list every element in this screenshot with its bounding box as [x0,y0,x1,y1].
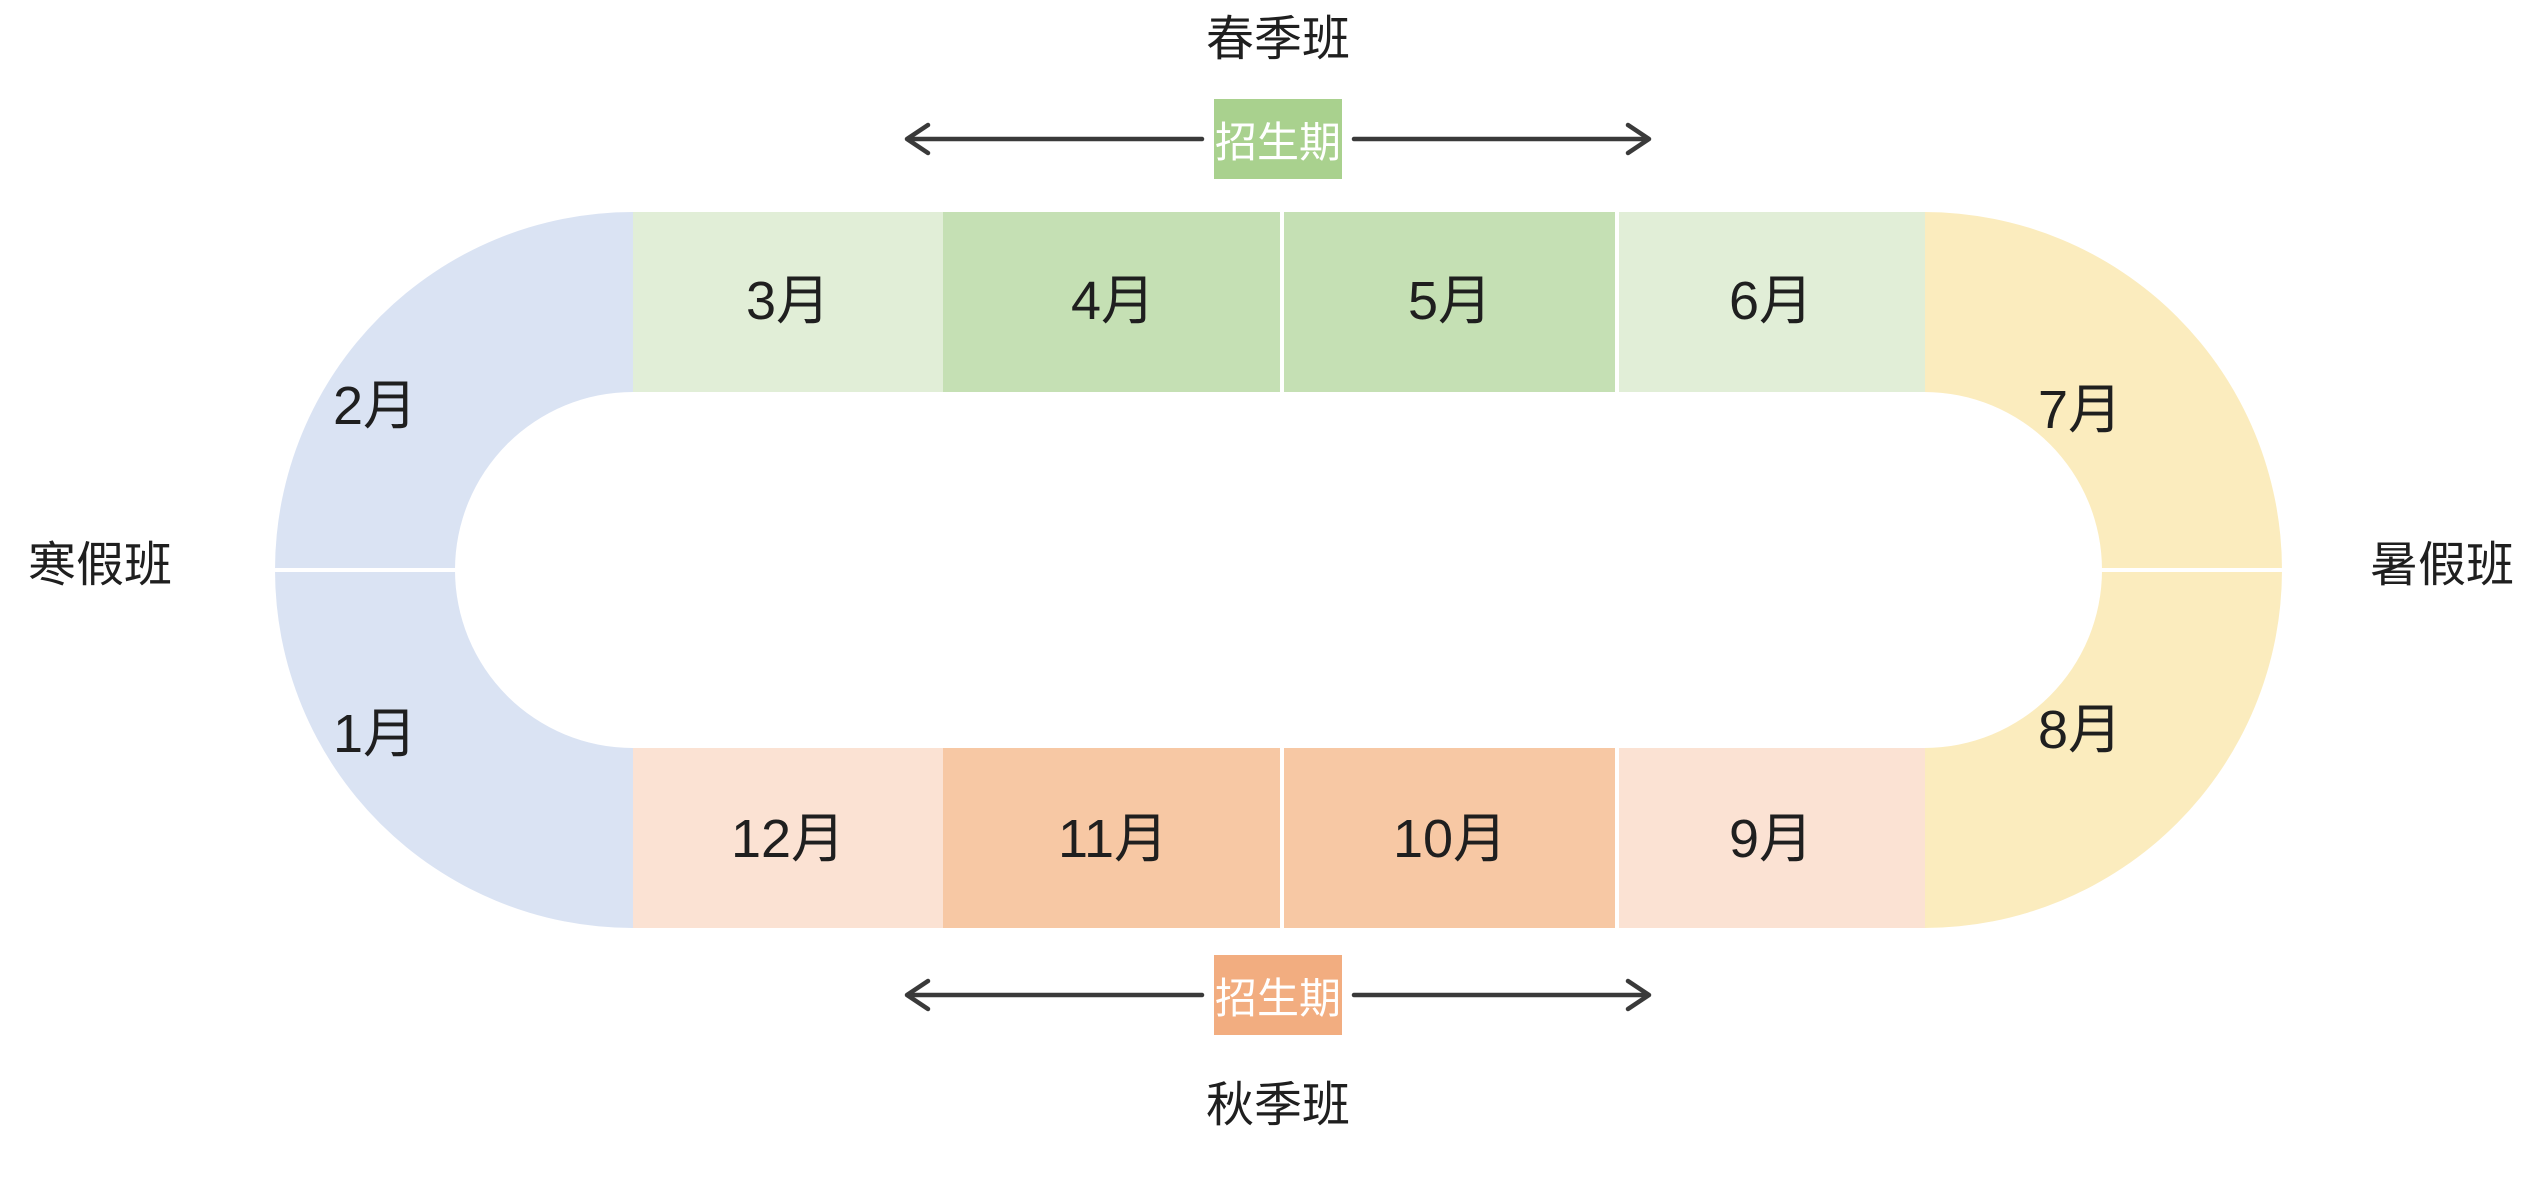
month-label-sep: 9月 [1728,809,1814,869]
arc-midline-divider [275,568,465,572]
arc-midline-divider [2092,568,2282,572]
spring-class-title: 春季班 [1205,13,1351,66]
enrollment-badge-bottom: 招生期 [1214,955,1342,1035]
autumn-class-title: 秋季班 [1205,1079,1351,1132]
month-label-apr: 4月 [1070,271,1156,331]
arrow-left-icon [904,122,1205,156]
arrow-left-icon [904,978,1205,1012]
ring-inner-hole [455,392,2102,748]
month-label-aug: 8月 [2037,700,2123,760]
month-label-mar: 3月 [745,271,831,331]
month-label-jan: 1月 [332,704,418,764]
enrollment-badge-top: 招生期 [1214,99,1342,179]
month-label-may: 5月 [1407,271,1493,331]
winter-class-label: 寒假班 [27,539,173,592]
month-label-jul: 7月 [2037,380,2123,440]
month-label-jun: 6月 [1728,271,1814,331]
month-label-dec: 12月 [730,809,846,869]
arrow-right-icon [1351,978,1652,1012]
arrow-right-icon [1351,122,1652,156]
month-label-nov: 11月 [1057,809,1169,869]
summer-class-label: 暑假班 [2369,539,2515,592]
month-label-oct: 10月 [1392,809,1508,869]
month-label-feb: 2月 [332,376,418,436]
year-cycle-ring [275,212,2282,928]
